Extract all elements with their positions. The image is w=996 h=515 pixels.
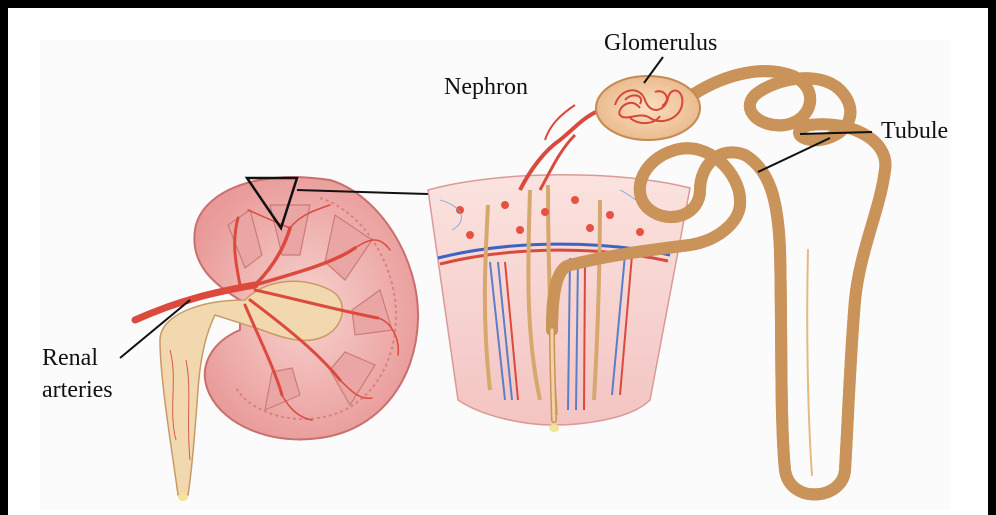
- glomerulus-label: Glomerulus: [604, 29, 717, 57]
- renal-arteries-label-line1: Renal: [42, 344, 98, 372]
- nephron-label: Nephron: [444, 73, 528, 101]
- renal-arteries-label-line2: arteries: [42, 376, 113, 404]
- tubule-label: Tubule: [881, 117, 948, 145]
